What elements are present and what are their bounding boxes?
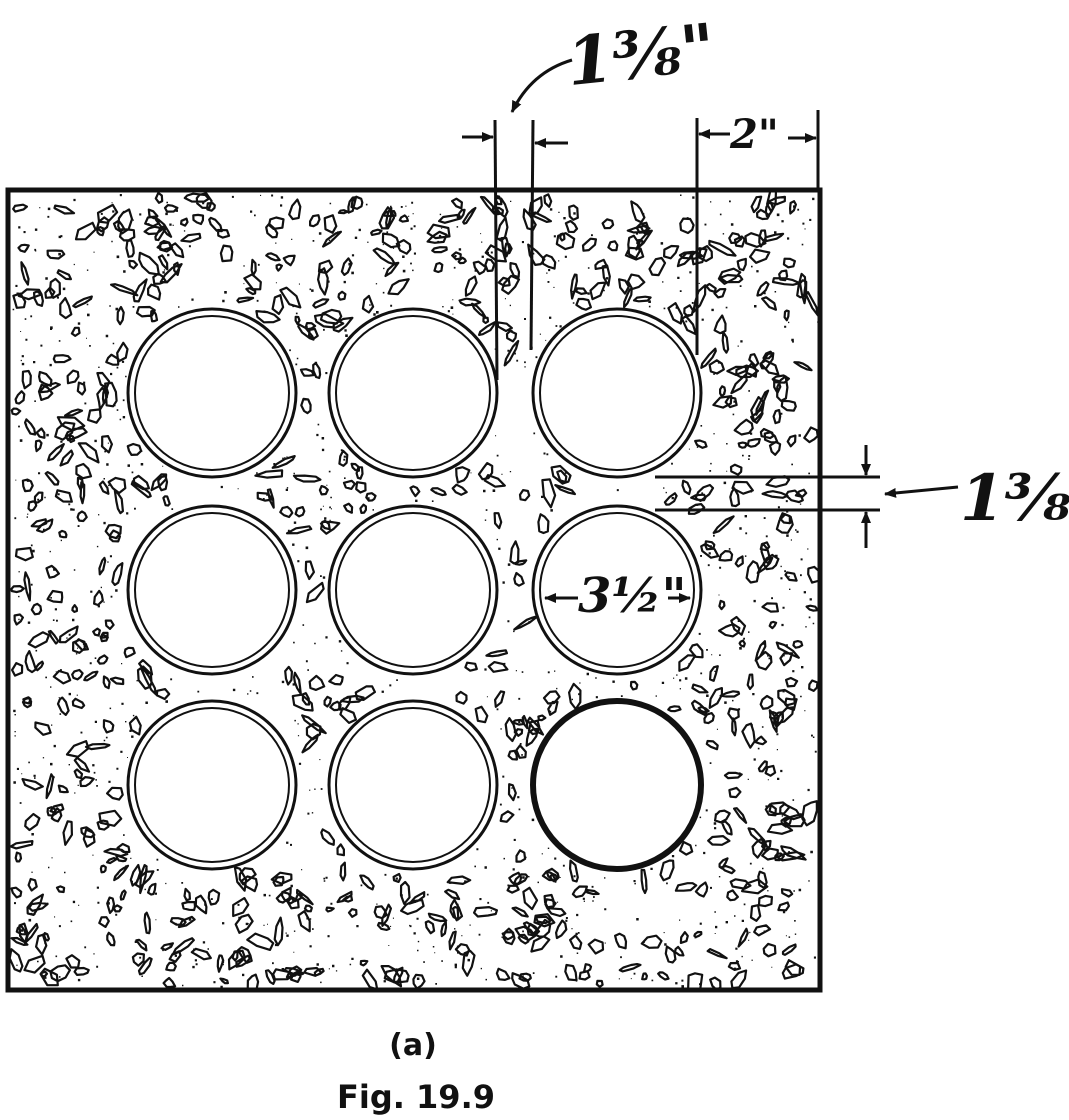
edge-cover-dimension: [698, 129, 817, 143]
figure-caption: Fig. 19.9: [337, 1078, 495, 1116]
rebar-bar-r3-c3: [530, 698, 704, 872]
rebar-bar-r1-c2: [327, 307, 499, 479]
edge-cover-label: 2": [729, 111, 779, 158]
rebar-bar-r1-c1: [126, 307, 298, 479]
rebar-bar-r2-c2: [327, 504, 499, 676]
spacing-dimension-vertical: [655, 445, 959, 548]
concrete-aggregate-texture: [8, 190, 820, 990]
bar-diameter-label: 3½": [578, 568, 686, 624]
rebar-bar-r2-c1: [126, 504, 298, 676]
spacing-label-vertical: 1⅜": [960, 461, 1069, 536]
aggregate-stones: [8, 190, 820, 990]
concrete-slab-outline: [5, 187, 823, 993]
rebar-bar-r1-c3: [531, 307, 703, 479]
rebar-bar-r3-c1: [126, 699, 298, 871]
rebar-bar-r3-c2: [327, 699, 499, 871]
spacing-label-horizontal: 1⅜": [563, 8, 719, 101]
top-extension-lines: [493, 110, 820, 381]
subfigure-label: (a): [389, 1028, 437, 1063]
spacing-dimension-horizontal: [462, 58, 573, 148]
